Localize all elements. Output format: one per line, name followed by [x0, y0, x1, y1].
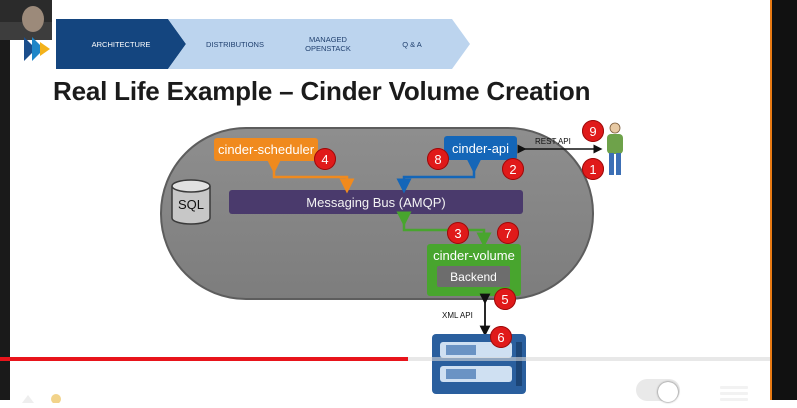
step-3-badge: 3	[447, 222, 469, 244]
presenter-webcam-thumbnail	[0, 0, 52, 40]
nav-tab-label: DISTRIBUTIONS	[206, 39, 264, 49]
progress-fill	[0, 357, 409, 361]
messaging-bus-box: Messaging Bus (AMQP)	[229, 190, 523, 214]
cinder-api-box: cinder-api	[444, 136, 517, 160]
rest-api-label: REST API	[535, 137, 571, 146]
slide-title: Real Life Example – Cinder Volume Creati…	[53, 76, 591, 106]
menu-icon[interactable]	[720, 386, 748, 401]
logo-icon	[24, 37, 50, 61]
xml-api-label: XML API	[442, 311, 473, 320]
nav-tab-managed-openstack[interactable]: MANAGED OPENSTACK	[261, 19, 395, 69]
player-control-icon	[22, 394, 61, 404]
user-icon	[607, 122, 623, 175]
nav-tab-label: ARCHITECTURE	[91, 39, 151, 49]
cinder-volume-label: cinder-volume	[433, 248, 515, 263]
database-icon	[171, 179, 211, 225]
left-video-border	[0, 0, 10, 400]
step-7-badge: 7	[497, 222, 519, 244]
nav-tab-architecture[interactable]: ARCHITECTURE	[56, 19, 186, 69]
cinder-scheduler-box: cinder-scheduler	[214, 138, 318, 161]
step-4-badge: 4	[314, 148, 336, 170]
step-8-badge: 8	[427, 148, 449, 170]
video-progress-bar[interactable]	[0, 357, 770, 361]
nav-tab-label: Q & A	[402, 39, 422, 49]
nav-tab-label: MANAGED OPENSTACK	[305, 35, 351, 53]
step-5-badge: 5	[494, 288, 516, 310]
step-1-badge: 1	[582, 158, 604, 180]
step-9-badge: 9	[582, 120, 604, 142]
step-6-badge: 6	[490, 326, 512, 348]
nav-tab-qa[interactable]: Q & A	[354, 19, 470, 69]
step-2-badge: 2	[502, 158, 524, 180]
right-video-border	[770, 0, 797, 400]
storage-array-icon	[432, 334, 526, 394]
autoplay-toggle-icon[interactable]	[636, 379, 680, 402]
nav-tab-distributions[interactable]: DISTRIBUTIONS	[168, 19, 302, 69]
backend-box: Backend	[437, 266, 510, 287]
player-left-controls[interactable]	[22, 390, 68, 404]
database-label: SQL	[177, 197, 204, 212]
